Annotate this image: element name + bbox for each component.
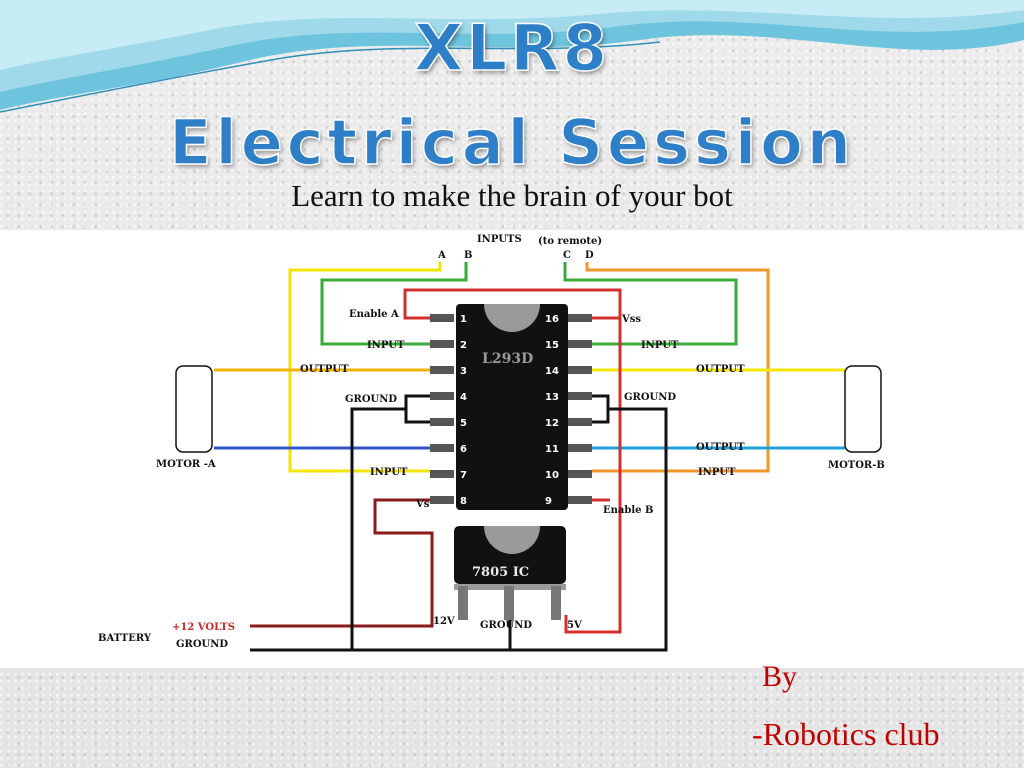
chip-pin-number-left-8: 8 xyxy=(460,496,467,507)
chip-pin-number-left-4: 4 xyxy=(460,392,467,403)
chip-pin-left-3 xyxy=(430,366,454,374)
label-input-right-bottom: INPUT xyxy=(698,467,736,478)
wire-enable-a xyxy=(403,288,622,634)
chip-label: L293D xyxy=(482,351,533,367)
label-ground-left: GROUND xyxy=(345,394,397,405)
label-output-right-top: OUTPUT xyxy=(696,364,745,375)
wire-input-a xyxy=(288,262,442,473)
regulator-7805: 7805 IC xyxy=(454,526,566,620)
chip-pin-left-1 xyxy=(430,314,454,322)
chip-pin-right-7 xyxy=(568,470,592,478)
author: -Robotics club xyxy=(752,716,940,752)
chip-pin-number-right-8: 9 xyxy=(545,496,552,507)
inputs-header-note: (to remote) xyxy=(538,236,602,247)
motor-a-body xyxy=(175,365,213,453)
input-letter-d: D xyxy=(585,250,594,261)
wire-ground-left-pins xyxy=(404,394,430,424)
chip-pin-left-7 xyxy=(430,470,454,478)
label-vs: Vs xyxy=(415,499,430,510)
chip-left-pins: 1 2 3 4 5 6 7 8 xyxy=(430,314,467,507)
chip-pin-right-3 xyxy=(568,366,592,374)
regulator-leg-ground xyxy=(504,586,514,620)
wire-plus12 xyxy=(250,498,434,628)
inputs-header: INPUTS xyxy=(477,234,522,245)
chip-pin-number-left-2: 2 xyxy=(460,340,467,351)
byline: By xyxy=(762,660,798,693)
label-enable-a: Enable A xyxy=(349,309,399,320)
wire-ground-right-pins xyxy=(592,394,610,424)
input-letter-b: B xyxy=(464,250,472,261)
circuit-diagram: INPUTS (to remote) A B C D xyxy=(0,230,1024,668)
title-line-1: XLR8 xyxy=(413,11,610,87)
label-ground-right: GROUND xyxy=(624,392,676,403)
label-motor-b: MOTOR-B xyxy=(828,460,885,471)
label-plus12: +12 VOLTS xyxy=(172,622,235,633)
regulator-notch xyxy=(484,526,540,554)
regulator-label: 7805 IC xyxy=(472,565,529,580)
chip-notch xyxy=(484,304,540,332)
label-input-right-top: INPUT xyxy=(641,340,679,351)
chip-pin-number-right-4: 13 xyxy=(545,392,559,403)
chip-pin-right-5 xyxy=(568,418,592,426)
chip-pin-left-4 xyxy=(430,392,454,400)
label-reg-ground: GROUND xyxy=(480,620,532,631)
chip-pin-right-8 xyxy=(568,496,592,504)
chip-pin-number-right-6: 11 xyxy=(545,444,559,455)
input-letter-a: A xyxy=(437,250,446,261)
label-output-left: OUTPUT xyxy=(300,364,349,375)
label-motor-a: MOTOR -A xyxy=(156,459,216,470)
chip-pin-number-left-5: 5 xyxy=(460,418,467,429)
chip-pin-number-right-2: 15 xyxy=(545,340,559,351)
chip-pin-right-4 xyxy=(568,392,592,400)
chip-pin-right-6 xyxy=(568,444,592,452)
wire-input-c xyxy=(563,262,738,346)
chip-pin-number-left-7: 7 xyxy=(460,470,467,481)
label-reg-12v: 12V xyxy=(433,616,455,627)
title-line-2: Electrical Session xyxy=(168,105,855,180)
label-input-left-top: INPUT xyxy=(367,340,405,351)
input-letter-c: C xyxy=(563,250,571,261)
label-vss: Vss xyxy=(621,314,641,325)
wire-input-b xyxy=(320,262,468,346)
chip-pin-left-2 xyxy=(430,340,454,348)
chip-pin-right-1 xyxy=(568,314,592,322)
regulator-leg-out xyxy=(551,586,561,620)
chip-pin-number-left-1: 1 xyxy=(460,314,467,325)
chip-pin-left-5 xyxy=(430,418,454,426)
chip-pin-number-right-7: 10 xyxy=(545,470,559,481)
l293d-chip: L293D xyxy=(456,304,568,510)
label-battery: BATTERY xyxy=(98,633,152,644)
regulator-body xyxy=(454,526,566,584)
regulator-leg-in xyxy=(458,586,468,620)
chip-pin-left-6 xyxy=(430,444,454,452)
circuit-svg: INPUTS (to remote) A B C D xyxy=(98,234,885,652)
chip-body xyxy=(456,304,568,510)
label-enable-b: Enable B xyxy=(603,505,653,516)
label-battery-ground: GROUND xyxy=(176,639,228,650)
label-reg-5v: 5V xyxy=(567,620,582,631)
chip-pin-number-right-5: 12 xyxy=(545,418,559,429)
wave-decoration xyxy=(0,0,1024,113)
chip-pin-number-left-3: 3 xyxy=(460,366,467,377)
chip-pin-right-2 xyxy=(568,340,592,348)
chip-pin-number-left-6: 6 xyxy=(460,444,467,455)
chip-pin-number-right-3: 14 xyxy=(545,366,559,377)
chip-right-pins: 16 15 14 13 12 11 10 9 xyxy=(545,314,592,507)
chip-pin-left-8 xyxy=(430,496,454,504)
subtitle: Learn to make the brain of your bot xyxy=(291,178,733,213)
chip-pin-number-right-1: 16 xyxy=(545,314,559,325)
motor-b-body xyxy=(844,365,882,453)
label-output-right-bottom: OUTPUT xyxy=(696,442,745,453)
label-input-left-bottom: INPUT xyxy=(370,467,408,478)
wire-input-d xyxy=(585,262,770,473)
